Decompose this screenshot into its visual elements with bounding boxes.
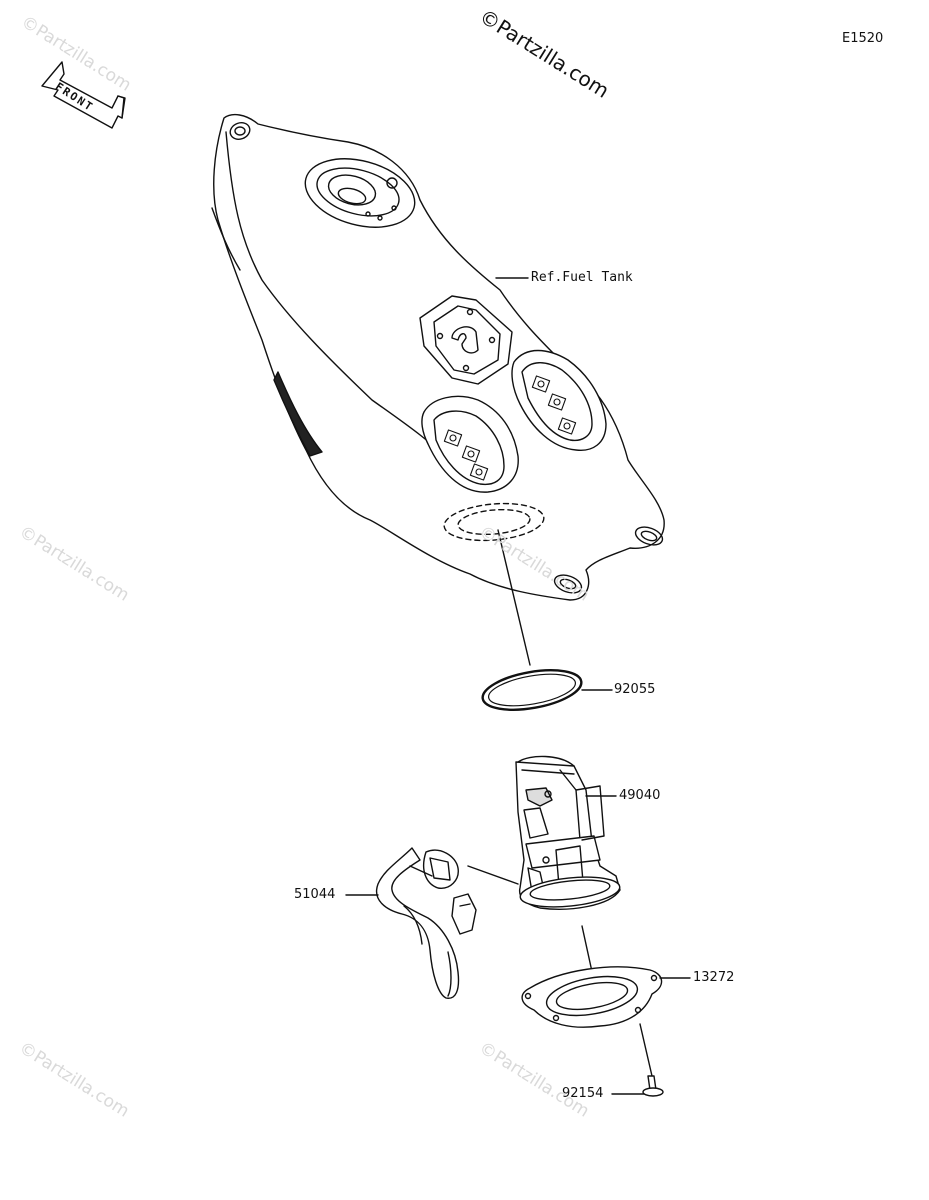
bolt <box>642 1075 664 1097</box>
assembly-line <box>639 1023 653 1077</box>
fuel-tank <box>211 113 665 601</box>
part-label-92055[interactable]: 92055 <box>614 682 656 697</box>
front-arrow-icon <box>41 61 126 129</box>
retaining-plate <box>521 966 663 1028</box>
part-label-51044[interactable]: 51044 <box>294 887 336 902</box>
part-label-13272[interactable]: 13272 <box>693 970 735 985</box>
part-label-49040[interactable]: 49040 <box>619 788 661 803</box>
gasket-ring <box>481 669 583 711</box>
fuel-hose <box>375 847 519 999</box>
assembly-line <box>497 529 531 666</box>
part-label-92154[interactable]: 92154 <box>562 1086 604 1101</box>
part-label-fuel-tank[interactable]: Ref.Fuel Tank <box>531 270 633 285</box>
fuel-pump <box>515 755 621 910</box>
diagram-code: E1520 <box>842 31 884 46</box>
